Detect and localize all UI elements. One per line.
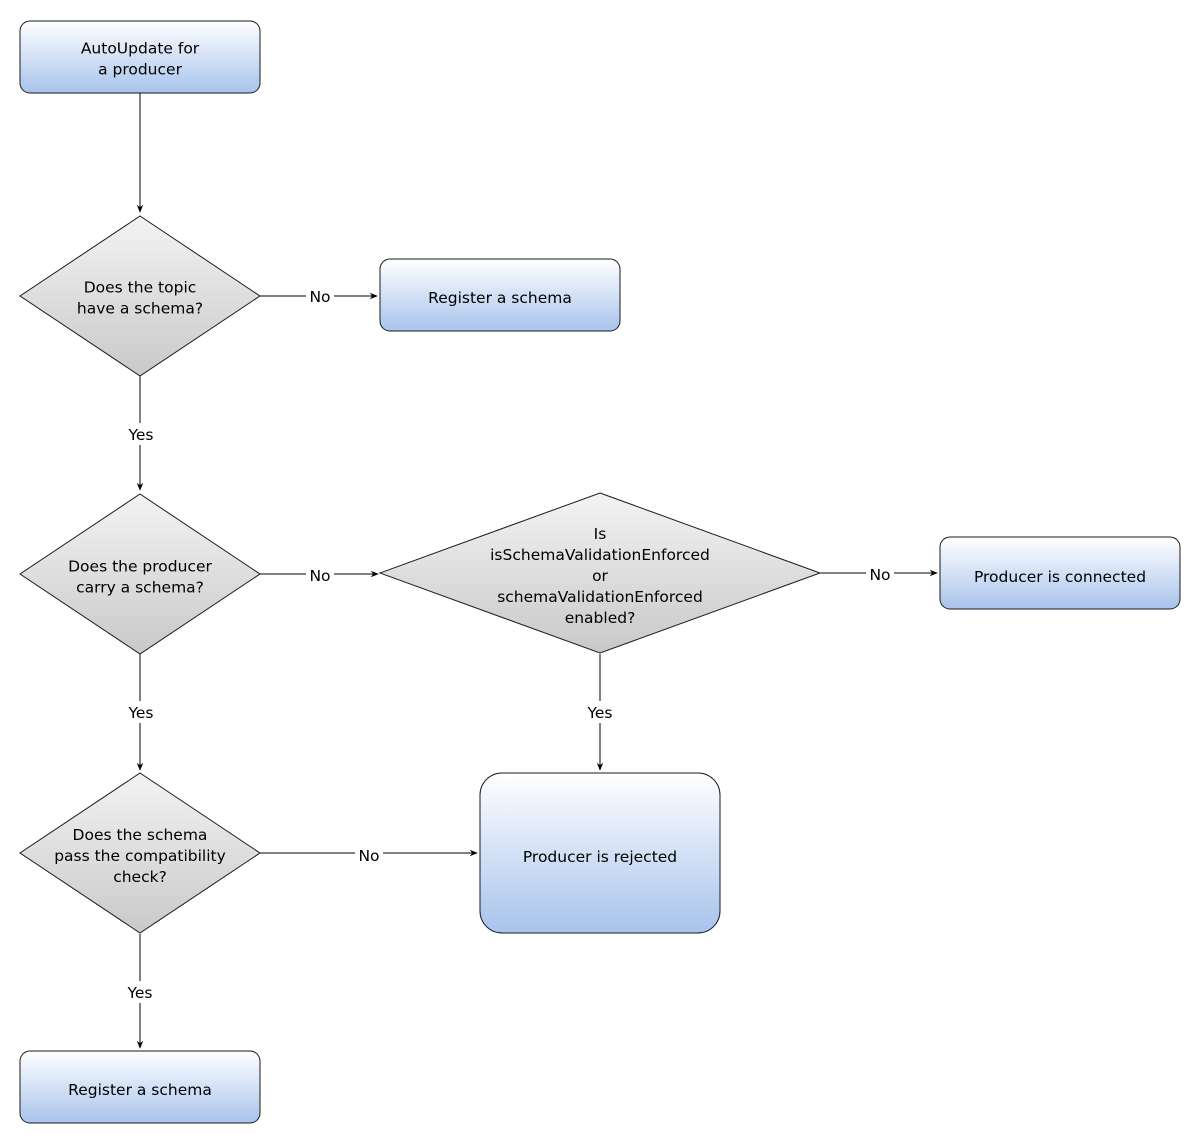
decision-producer-carries-schema-label-line: Does the producer [68,558,212,576]
node-start-label-line: a producer [98,61,183,79]
node-start-label: AutoUpdate for a producer [81,40,200,79]
edge-label-compat-yes-text: Yes [126,984,152,1002]
edge-label-topic-yes-text: Yes [127,426,153,444]
node-producer-rejected-label-line: Producer is rejected [523,848,677,866]
edge-label-topic-no: No [306,286,334,306]
edge-label-enforced-yes-text: Yes [586,704,612,722]
edge-label-topic-no-text: No [309,288,330,306]
node-register-schema-top-label-line: Register a schema [428,289,572,307]
node-producer-connected-label-line: Producer is connected [974,568,1146,586]
decision-topic-has-schema-label-line: Does the topic [84,279,197,297]
decision-producer-carries-schema-label: Does the producer carry a schema? [68,558,212,597]
decision-topic-has-schema-label-line: have a schema? [77,300,203,318]
decision-validation-enforced-label-line: Is [594,525,607,543]
edge-label-topic-yes: Yes [122,423,160,445]
node-producer-rejected: Producer is rejected [479,772,721,934]
edge-label-compat-yes: Yes [121,981,159,1003]
node-start: AutoUpdate for a producer [19,20,261,94]
edge-label-enforced-yes: Yes [581,701,619,723]
edge-label-compat-no-text: No [358,847,379,865]
decision-validation-enforced-label-line: enabled? [565,609,636,627]
node-register-schema-top-label: Register a schema [428,289,572,307]
decision-compatibility-check-label-line: Does the schema [73,826,208,844]
node-producer-connected-label: Producer is connected [974,568,1146,586]
edge-label-enforced-no-text: No [869,566,890,584]
decision-validation-enforced-label-line: or [592,567,608,585]
decision-topic-has-schema: Does the topic have a schema? [19,215,261,377]
decision-validation-enforced-label-line: schemaValidationEnforced [497,588,703,606]
decision-producer-carries-schema-label-line: carry a schema? [76,579,204,597]
node-register-schema-bottom: Register a schema [19,1050,261,1124]
decision-compatibility-check: Does the schema pass the compatibility che… [19,772,261,934]
edge-label-producer-no-text: No [309,567,330,585]
decision-validation-enforced-label: Is isSchemaValidationEnforced or schemaVali… [490,525,710,627]
node-start-label-line: AutoUpdate for [81,40,200,58]
node-register-schema-top: Register a schema [379,258,621,332]
node-register-schema-bottom-label: Register a schema [68,1081,212,1099]
edge-label-enforced-no: No [866,564,894,584]
decision-producer-carries-schema: Does the producer carry a schema? [19,493,261,655]
decision-topic-has-schema-label: Does the topic have a schema? [77,279,203,318]
node-producer-rejected-label: Producer is rejected [523,848,677,866]
decision-compatibility-check-label-line: check? [113,868,167,886]
decision-compatibility-check-label: Does the schema pass the compatibility che… [54,826,226,886]
node-producer-connected: Producer is connected [939,536,1181,610]
decision-validation-enforced: Is isSchemaValidationEnforced or schemaVali… [378,492,822,654]
edge-label-producer-yes-text: Yes [127,704,153,722]
edge-label-compat-no: No [355,845,383,865]
decision-validation-enforced-label-line: isSchemaValidationEnforced [490,546,710,564]
node-register-schema-bottom-label-line: Register a schema [68,1081,212,1099]
decision-compatibility-check-label-line: pass the compatibility [54,847,226,865]
edge-label-producer-yes: Yes [122,701,160,723]
edge-label-producer-no: No [306,565,334,585]
